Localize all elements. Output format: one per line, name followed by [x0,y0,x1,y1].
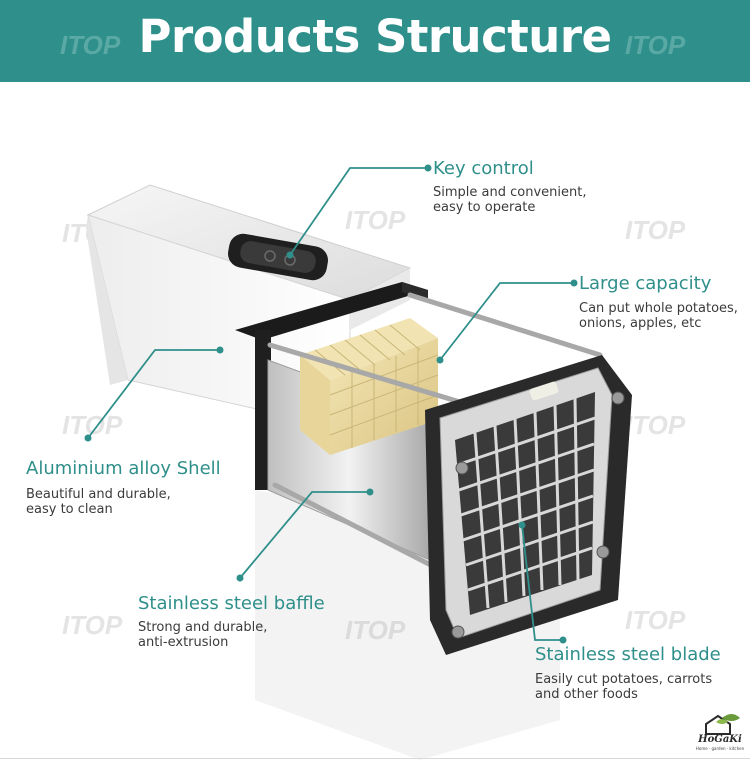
callout-dots [84,164,578,644]
blade-title: Stainless steel blade [535,644,721,665]
key-control-desc-line: easy to operate [433,200,536,215]
blade-desc-line: and other foods [535,687,638,702]
key-control-desc: Simple and convenient, easy to operate [433,185,586,215]
key-control-title: Key control [433,158,534,179]
black-frame [235,282,428,490]
baffle-desc-line: Strong and durable, [138,620,268,635]
large-capacity-desc-line: Can put whole potatoes, [579,301,738,316]
baffle-title: Stainless steel baffle [138,593,325,614]
page-title: Products Structure [138,10,612,63]
bottom-divider [0,758,750,759]
logo-name: HoGaKi [698,734,742,745]
large-capacity-title: Large capacity [579,273,712,294]
brand-logo: HoGaKi Home · garden · kitchen [692,712,748,752]
watermark: ITOP [625,605,686,635]
house-leaf-icon [705,714,740,735]
watermark: ITOP [625,30,686,60]
watermark: ITOP [625,410,686,440]
shell-desc: Beautiful and durable, easy to clean [26,487,171,517]
watermark: ITOP [62,410,123,440]
blade-desc-line: Easily cut potatoes, carrots [535,672,713,687]
logo-tagline: Home · garden · kitchen [695,746,745,751]
shell-desc-line: Beautiful and durable, [26,487,171,502]
blade-frame [425,355,632,655]
shell-title: Aluminium alloy Shell [26,458,221,479]
blade-grid [456,397,596,609]
baffle-desc: Strong and durable, anti-extrusion [138,620,267,650]
baffle-desc-line: anti-extrusion [138,635,229,650]
watermark: ITOP [62,610,123,640]
watermark: ITOP [345,205,406,235]
key-control-desc-line: Simple and convenient, [433,185,587,200]
key-control-button [228,233,328,281]
header-banner: Products Structure ITOP ITOP [0,0,750,82]
shell-desc-line: easy to clean [26,502,113,517]
callout-lines [87,167,574,641]
watermark: ITOP [60,30,121,60]
blade-desc: Easily cut potatoes, carrots and other f… [535,672,712,702]
watermark: ITOP [625,215,686,245]
large-capacity-desc-line: onions, apples, etc [579,316,702,331]
watermark: ITOP [345,615,405,646]
large-capacity-desc: Can put whole potatoes, onions, apples, … [579,301,738,331]
